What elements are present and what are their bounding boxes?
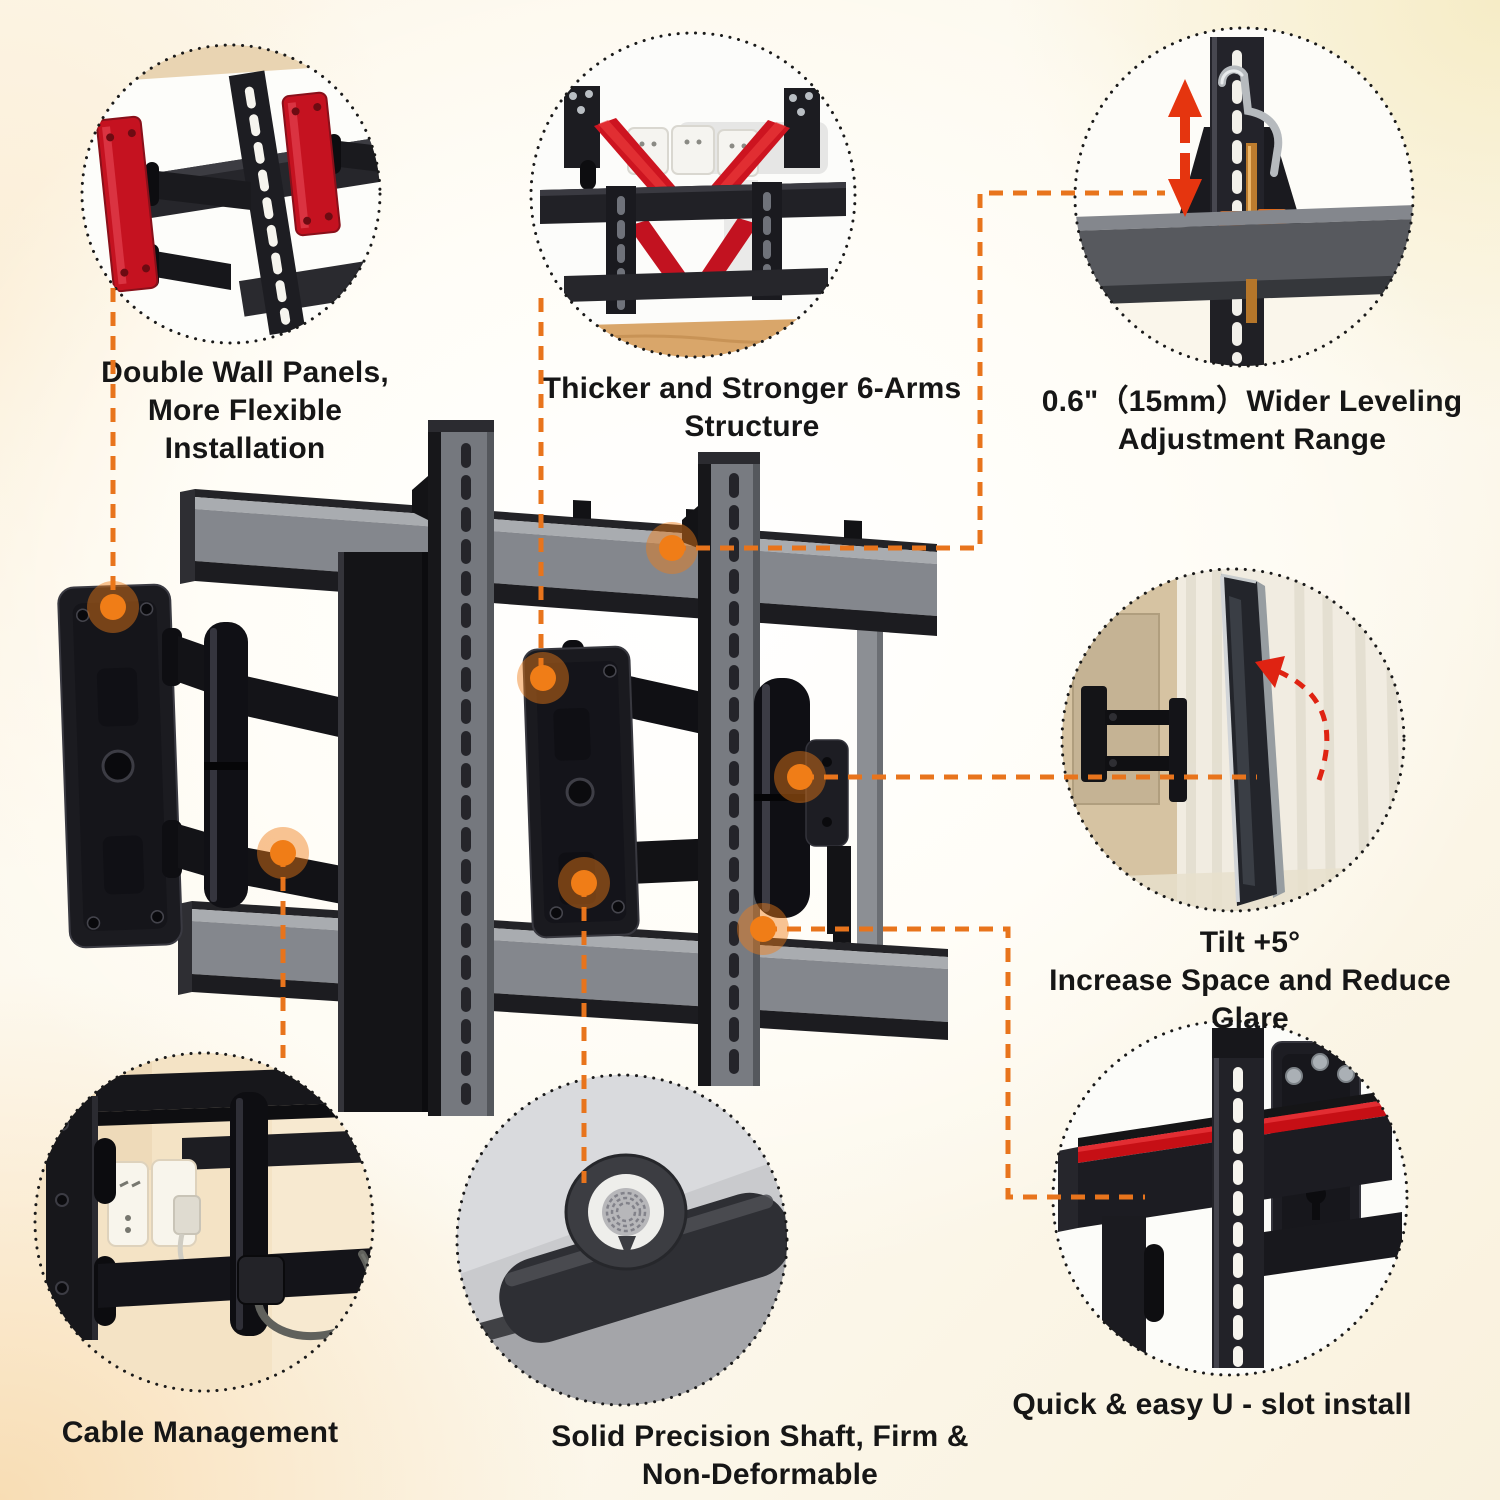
- dotted-ring: [1060, 567, 1406, 913]
- feature-bubble-six-arms: [528, 30, 858, 360]
- tilt-arc-arrow: [1255, 656, 1330, 781]
- feature-bubble-shaft: [454, 1072, 790, 1408]
- caption-line: 0.6"（15mm）Wider Leveling: [1041, 385, 1463, 418]
- feature-bubble-tilt: [1059, 566, 1407, 914]
- leveling-photo: [1073, 26, 1415, 368]
- caption-line: Tilt +5°: [1199, 926, 1301, 959]
- wall-sockets: [627, 125, 759, 177]
- caption-line: Increase Space and Reduce: [1049, 964, 1451, 997]
- red-wall-panel-left: [96, 115, 159, 293]
- cable-management-photo: [33, 1051, 375, 1393]
- left-wall-plate-assembly: [57, 583, 248, 949]
- caption-line: Installation: [164, 432, 326, 465]
- vesa-rail: [1212, 1028, 1264, 1368]
- cable-clip: [237, 1255, 285, 1305]
- product-illustration: [57, 420, 948, 1116]
- top-crossbar: [180, 489, 937, 636]
- feature-caption-leveling: 0.6"（15mm）Wider Leveling Adjustment Rang…: [1042, 383, 1463, 459]
- left-bracket-bar: [338, 552, 428, 1112]
- dotted-ring: [33, 1051, 375, 1393]
- threaded-rod: [1246, 143, 1257, 221]
- caption-line: More Flexible: [147, 394, 343, 427]
- feature-bubble-leveling: [1072, 25, 1416, 369]
- threaded-hole: [602, 1188, 650, 1236]
- left-vesa-rail: [412, 420, 494, 1116]
- caption-line: Structure: [684, 410, 820, 443]
- wall-bracket-left: [564, 86, 600, 168]
- caption-line: Adjustment Range: [1117, 423, 1387, 456]
- feature-caption-tilt: Tilt +5° Increase Space and Reduce Glare: [1049, 924, 1451, 1038]
- feature-caption-double-wall-panels: Double Wall Panels, More Flexible Instal…: [101, 354, 389, 468]
- shaft-photo: [455, 1073, 789, 1407]
- left-arm-rear: [228, 672, 352, 906]
- dotted-ring: [455, 1073, 789, 1407]
- tilted-tv: [1220, 573, 1285, 906]
- caption-line: Thicker and Stronger 6-Arms: [542, 372, 962, 405]
- feature-bubble-u-slot: [1050, 1018, 1410, 1378]
- feature-caption-cable: Cable Management: [62, 1414, 339, 1452]
- right-edge-bracket: [857, 606, 883, 952]
- caption-line: Non-Deformable: [641, 1458, 879, 1491]
- caption-line: Quick & easy U - slot install: [1012, 1388, 1412, 1421]
- red-double-arrow: [1168, 79, 1202, 217]
- tilt-photo: [1060, 567, 1406, 913]
- feature-bubble-cable: [32, 1050, 376, 1394]
- feature-caption-shaft: Solid Precision Shaft, Firm & Non-Deform…: [551, 1418, 969, 1494]
- feature-caption-u-slot: Quick & easy U - slot install: [1012, 1386, 1411, 1424]
- six-arms-photo: [529, 31, 857, 359]
- middle-wall-plate-assembly: [522, 640, 851, 939]
- red-wall-panel-right: [281, 91, 341, 237]
- curtain: [1177, 569, 1404, 911]
- dotted-ring: [80, 43, 382, 345]
- feature-bubble-double-wall-panels: [79, 42, 383, 346]
- u-slot-photo: [1051, 1019, 1409, 1377]
- double-wall-panels-photo: [80, 43, 382, 345]
- feature-caption-six-arms: Thicker and Stronger 6-Arms Structure: [543, 370, 962, 446]
- caption-line: Cable Management: [61, 1416, 339, 1449]
- caption-line: Glare: [1211, 1002, 1289, 1035]
- caption-line: Solid Precision Shaft, Firm &: [551, 1420, 969, 1453]
- plug: [173, 1195, 201, 1235]
- caption-line: Double Wall Panels,: [101, 356, 389, 389]
